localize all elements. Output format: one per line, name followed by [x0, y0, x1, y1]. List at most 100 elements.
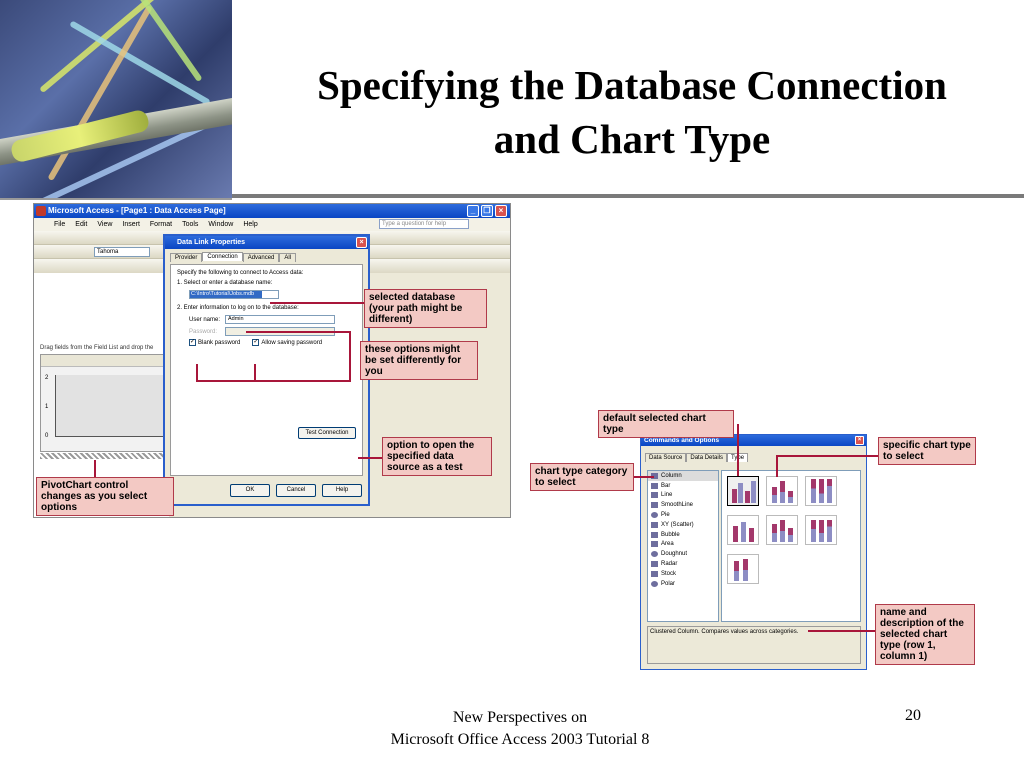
100-stacked-column-thumb[interactable] [805, 476, 837, 506]
user-name-label: User name: [189, 316, 221, 323]
allow-saving-label: Allow saving password [261, 339, 323, 346]
arrow-line [270, 302, 364, 304]
chart-type-gallery [721, 470, 861, 622]
cancel-button[interactable]: Cancel [276, 484, 316, 497]
help-button[interactable]: Help [322, 484, 362, 497]
tab-connection[interactable]: Connection [202, 252, 243, 261]
category-bubble[interactable]: Bubble [648, 530, 718, 540]
connection-panel: Specify the following to connect to Acce… [170, 264, 363, 476]
allow-saving-checkbox[interactable]: ✓ Allow saving password [252, 339, 322, 346]
menu-insert[interactable]: Insert [122, 221, 140, 228]
area-chart-icon [651, 541, 658, 548]
line-chart-icon [651, 492, 658, 499]
tab-advanced[interactable]: Advanced [242, 253, 280, 262]
pivotchart-control[interactable]: 2 1 0 [40, 354, 166, 452]
bubble-chart-icon [651, 531, 658, 538]
photo-divider [0, 198, 232, 200]
tab-data-details[interactable]: Data Details [686, 453, 728, 462]
3d-100-stacked-column-thumb[interactable] [805, 515, 837, 545]
tab-all[interactable]: All [279, 253, 297, 262]
category-polar[interactable]: Polar [648, 579, 718, 589]
restore-icon[interactable]: ❐ [481, 205, 493, 217]
stacked-column-thumb[interactable] [766, 476, 798, 506]
category-pie[interactable]: Pie [648, 510, 718, 520]
menu-format[interactable]: Format [149, 221, 173, 228]
arrow-line [776, 455, 778, 477]
tab-data-source[interactable]: Data Source [645, 453, 687, 462]
pivotchart-plot-area [55, 375, 163, 437]
category-area[interactable]: Area [648, 540, 718, 550]
category-bar[interactable]: Bar [648, 481, 718, 491]
menu-file[interactable]: File [54, 221, 66, 228]
dialog-close-icon[interactable]: × [356, 237, 367, 248]
menu-edit[interactable]: Edit [75, 221, 88, 228]
3d-clustered-column-thumb[interactable] [727, 515, 759, 545]
category-column[interactable]: Column [648, 471, 718, 481]
slide-title: Specifying the Database Connection and C… [317, 62, 947, 162]
database-name-input[interactable]: C:\Intro\Tutorial\Jobs.mdb [189, 290, 279, 299]
tab-provider[interactable]: Provider [170, 253, 203, 262]
arrow-line [634, 476, 654, 478]
access-window-title: Microsoft Access - [Page1 : Data Access … [48, 206, 226, 215]
drag-fields-hint: Drag fields from the Field List and drop… [40, 345, 154, 351]
stock-chart-icon [651, 570, 658, 577]
menu-bar: File Edit View Insert Format Tools Windo… [34, 218, 510, 231]
test-connection-button[interactable]: Test Connection [298, 427, 356, 439]
callout-category: chart type category to select [530, 463, 634, 491]
pie-chart-icon [651, 512, 658, 519]
callout-specific-type: specific chart type to select [878, 437, 976, 465]
bar-chart-icon [651, 482, 658, 489]
arrow-line [94, 460, 96, 477]
minimize-icon[interactable]: _ [467, 205, 479, 217]
arrow-line [349, 331, 351, 381]
arrow-line [254, 364, 256, 381]
menu-help[interactable]: Help [243, 221, 258, 228]
commands-title-bar: Commands and Options × [641, 435, 866, 446]
page-design-area: Drag fields from the Field List and drop… [34, 273, 169, 517]
data-link-properties-dialog: Data Link Properties × Provider Connecti… [163, 234, 370, 506]
menu-tools[interactable]: Tools [182, 221, 199, 228]
category-smoothline[interactable]: SmoothLine [648, 500, 718, 510]
ok-button[interactable]: OK [230, 484, 270, 497]
arrow-line [808, 630, 875, 632]
callout-options: these options might be set differently f… [360, 341, 478, 380]
smoothline-chart-icon [651, 502, 658, 509]
decorative-photo [0, 0, 232, 200]
font-name-select[interactable]: Tahoma [94, 247, 150, 257]
blank-password-label: Blank password [198, 339, 241, 346]
callout-default-type: default selected chart type [598, 410, 734, 438]
slide-footer: New Perspectives on Microsoft Office Acc… [390, 709, 650, 748]
scatter-chart-icon [651, 521, 658, 528]
3d-column-thumb[interactable] [727, 554, 759, 584]
category-line[interactable]: Line [648, 491, 718, 501]
arrow-line [776, 455, 878, 457]
callout-selected-database: selected database (your path might be di… [364, 289, 487, 328]
password-label: Password: [189, 328, 218, 335]
step2-label: 2. Enter information to log on to the da… [177, 305, 299, 311]
category-xy-scatter[interactable]: XY (Scatter) [648, 520, 718, 530]
3d-stacked-column-thumb[interactable] [766, 515, 798, 545]
pivotchart-toolbar [41, 355, 165, 367]
blank-password-checkbox[interactable]: ✓ Blank password [189, 339, 240, 346]
commands-close-icon[interactable]: × [855, 436, 864, 445]
arrow-line [196, 380, 351, 382]
instructions-text: Specify the following to connect to Acce… [177, 270, 304, 276]
doughnut-chart-icon [651, 551, 658, 558]
category-stock[interactable]: Stock [648, 569, 718, 579]
dialog-title: Data Link Properties [177, 239, 246, 246]
user-name-input[interactable]: Admin [225, 315, 335, 324]
category-radar[interactable]: Radar [648, 559, 718, 569]
polar-chart-icon [651, 580, 658, 587]
callout-name-description: name and description of the selected cha… [875, 604, 975, 665]
checkmark-icon: ✓ [189, 339, 196, 346]
close-icon[interactable]: × [495, 205, 507, 217]
category-doughnut[interactable]: Doughnut [648, 549, 718, 559]
help-search-input[interactable]: Type a question for help [379, 219, 469, 229]
clustered-column-thumb[interactable] [727, 476, 759, 506]
chart-category-list: Column Bar Line SmoothLine Pie XY (Scatt… [647, 470, 719, 622]
menu-window[interactable]: Window [208, 221, 234, 228]
menu-view[interactable]: View [97, 221, 113, 228]
arrow-line [196, 364, 198, 381]
commands-title: Commands and Options [644, 437, 720, 444]
callout-test-connection: option to open the specified data source… [382, 437, 492, 476]
